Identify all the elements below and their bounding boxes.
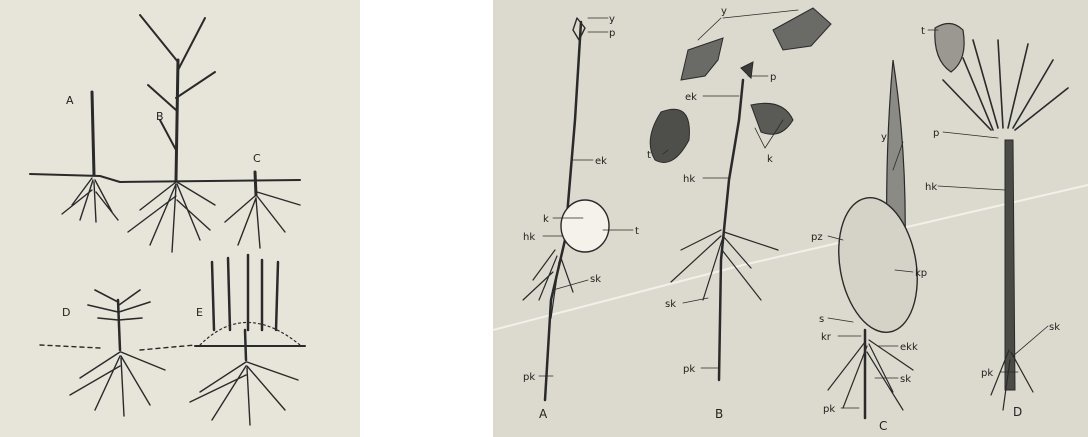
- kernel: [829, 191, 927, 338]
- plant-a-seedling: [523, 18, 609, 400]
- label-a: A: [66, 94, 74, 107]
- plant-label-d: D: [1013, 405, 1022, 419]
- callout-k-b: k: [767, 154, 773, 165]
- callout-p-d: p: [933, 128, 939, 139]
- callout-hk-b: hk: [683, 174, 695, 185]
- callout-y-a: y: [609, 14, 615, 25]
- callout-y-b: y: [721, 6, 727, 17]
- label-d: D: [62, 306, 70, 319]
- plant-label-c: C: [879, 419, 887, 433]
- callout-p-b: p: [770, 72, 776, 83]
- hypocotyl: [1005, 140, 1015, 390]
- plant-b-seedling: [650, 8, 831, 380]
- propagation-diagram: A B C D E: [0, 0, 360, 437]
- callout-pk-b: pk: [683, 364, 695, 375]
- callout-kp: kp: [915, 268, 927, 279]
- plant-label-b: B: [715, 407, 723, 421]
- leaf-right: [773, 8, 831, 50]
- callout-ek-a: ek: [595, 156, 607, 167]
- plant-c-seedling: [828, 60, 927, 418]
- callout-sk-c: sk: [900, 374, 911, 385]
- plant-c: [225, 172, 300, 248]
- callout-sk-d: sk: [1049, 322, 1060, 333]
- callout-pk-c: pk: [823, 404, 835, 415]
- callout-ek-b: ek: [685, 92, 697, 103]
- plant-e: [190, 255, 305, 425]
- label-c: C: [253, 152, 261, 165]
- seed-coat: [935, 23, 964, 72]
- plant-a: [62, 92, 118, 222]
- callout-t-d: t: [921, 26, 925, 37]
- callout-p-a: p: [609, 28, 615, 39]
- callout-s: s: [819, 314, 824, 325]
- callout-hk-d: hk: [925, 182, 937, 193]
- callout-y-c: y: [881, 132, 887, 143]
- callout-hk-a: hk: [523, 232, 535, 243]
- callout-t-a: t: [635, 226, 639, 237]
- left-diagram-panel: A B C D E: [0, 0, 360, 437]
- cotyledon: [650, 109, 689, 162]
- plant-b: [128, 15, 215, 252]
- label-b: B: [156, 110, 164, 123]
- plant-d: [70, 290, 165, 416]
- callout-sk-b: sk: [665, 299, 676, 310]
- leaf-left: [681, 38, 723, 80]
- ground-line-dashed: [40, 345, 195, 350]
- right-diagram-panel: y p ek t k hk sk pk y p ek t k hk sk pk …: [493, 0, 1088, 437]
- callout-k-a: k: [543, 214, 549, 225]
- callout-kr: kr: [821, 332, 832, 343]
- callout-ekk: ekk: [900, 342, 918, 353]
- seedling-diagram: y p ek t k hk sk pk y p ek t k hk sk pk …: [493, 0, 1088, 437]
- callout-t-b: t: [647, 150, 651, 161]
- ground-line-top: [30, 174, 300, 182]
- callout-sk-a: sk: [590, 274, 601, 285]
- callout-pk-d: pk: [981, 368, 993, 379]
- callout-pz: pz: [811, 232, 823, 243]
- label-e: E: [196, 306, 203, 319]
- plant-label-a: A: [539, 407, 548, 421]
- callout-pk-a: pk: [523, 372, 535, 383]
